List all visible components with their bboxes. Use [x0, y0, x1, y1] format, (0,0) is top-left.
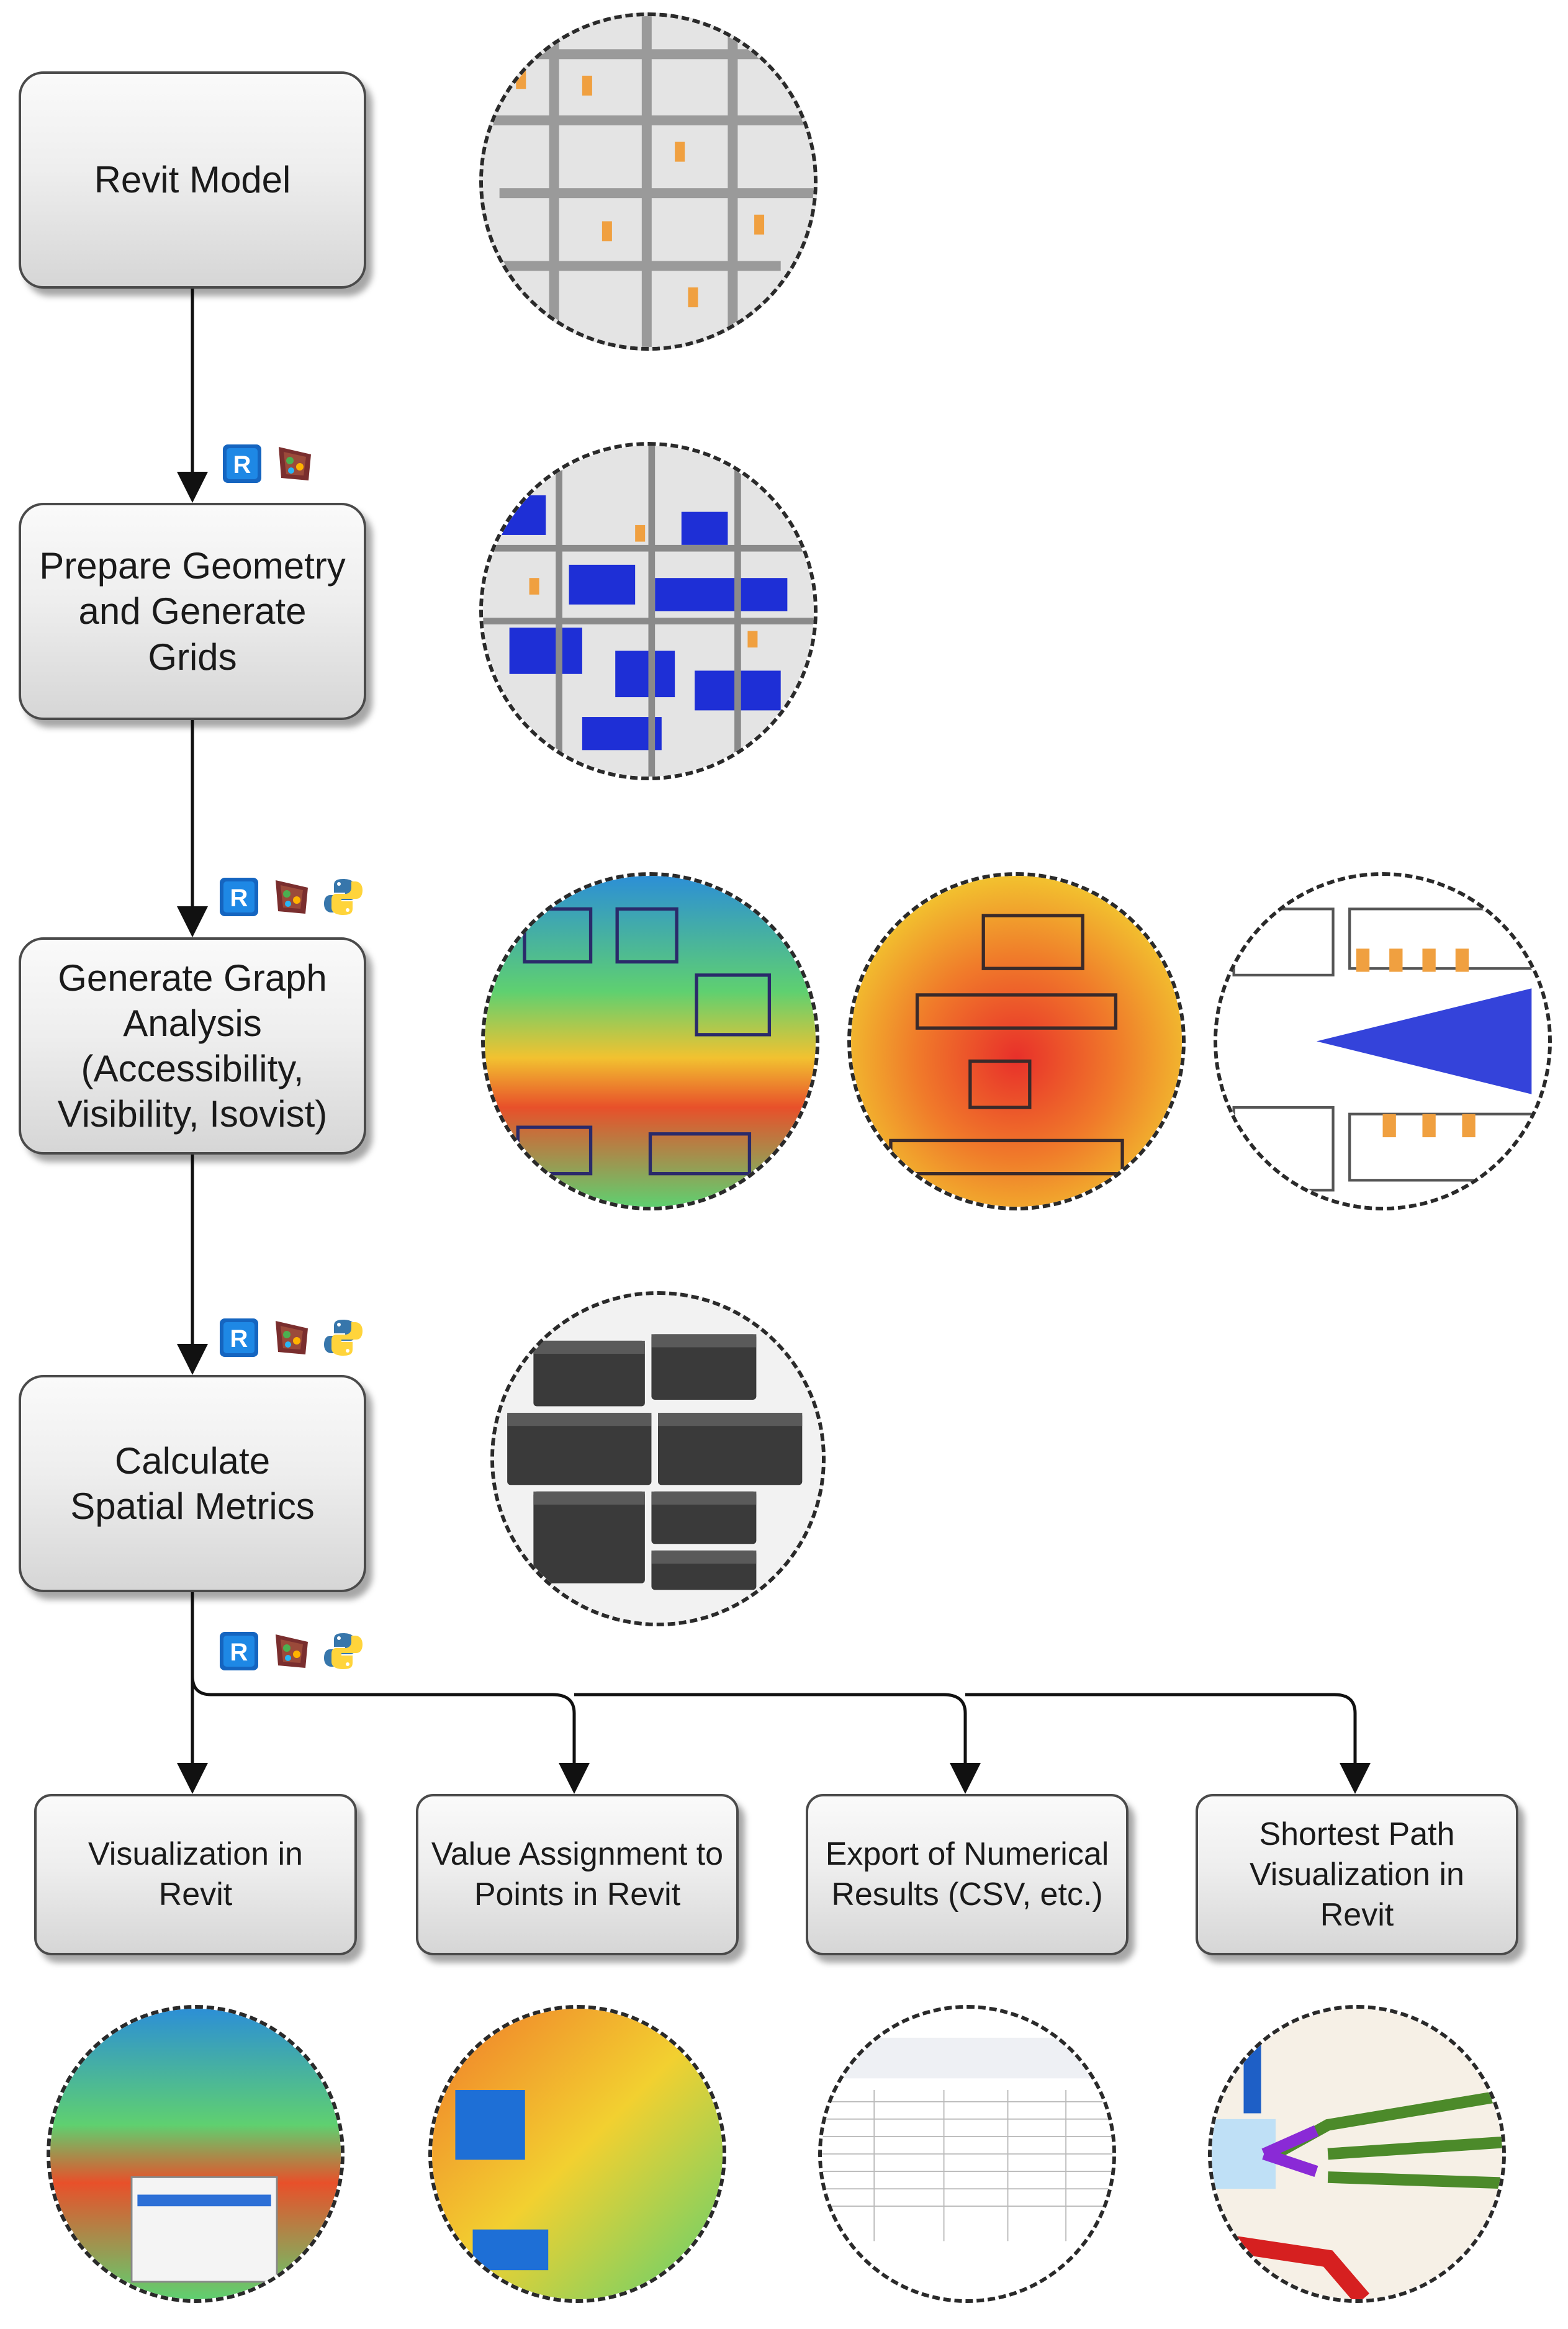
python-icon	[324, 1633, 363, 1669]
step-label: Calculate Spatial Metrics	[70, 1439, 315, 1527]
revit-icon: R	[220, 1632, 258, 1670]
thumb-visibility	[847, 872, 1186, 1210]
thumb-accessibility	[481, 872, 819, 1210]
thumb-output-csv	[818, 2005, 1116, 2303]
thumb-grids	[479, 442, 818, 780]
output-label: Export of Numerical Results (CSV, etc.)	[825, 1836, 1109, 1912]
svg-text:R: R	[230, 885, 248, 912]
output-visualization: Visualization in Revit	[34, 1794, 357, 1955]
thumb-dynamo-nodes	[490, 1291, 826, 1626]
dynamo-icon	[279, 447, 311, 480]
arrow-4-out3	[574, 1693, 981, 1794]
thumb-output-shortest-path	[1208, 2005, 1506, 2303]
output-label: Visualization in Revit	[88, 1836, 303, 1912]
tool-icons-2: R	[217, 875, 365, 919]
python-icon	[324, 879, 363, 915]
revit-icon: R	[220, 1318, 258, 1357]
step-graph-analysis: Generate Graph Analysis (Accessibility, …	[19, 937, 366, 1155]
step-spatial-metrics: Calculate Spatial Metrics	[19, 1375, 366, 1592]
thumb-output-visualization	[47, 2005, 345, 2303]
arrow-4-out2	[191, 1675, 590, 1794]
revit-icon: R	[223, 444, 261, 483]
thumb-output-points	[428, 2005, 726, 2303]
dynamo-icon	[276, 880, 308, 914]
svg-text:R: R	[230, 1325, 248, 1353]
output-value-assignment: Value Assignment to Points in Revit	[416, 1794, 739, 1955]
arrow-4-out4	[965, 1693, 1371, 1794]
step-label: Prepare Geometry and Generate Grids	[39, 545, 346, 678]
output-export: Export of Numerical Results (CSV, etc.)	[806, 1794, 1129, 1955]
dynamo-icon	[276, 1634, 308, 1668]
step-prepare-geometry: Prepare Geometry and Generate Grids	[19, 503, 366, 720]
step-label: Revit Model	[94, 159, 291, 201]
thumb-revit-model	[479, 12, 818, 351]
python-icon	[324, 1320, 363, 1356]
step-label: Generate Graph Analysis (Accessibility, …	[57, 957, 328, 1135]
step-revit-model: Revit Model	[19, 71, 366, 289]
tool-icons-3: R	[217, 1316, 365, 1359]
svg-text:R: R	[233, 451, 251, 479]
output-label: Shortest Path Visualization in Revit	[1250, 1816, 1464, 1933]
tool-icons-1: R	[220, 442, 316, 485]
revit-icon: R	[220, 878, 258, 916]
output-label: Value Assignment to Points in Revit	[431, 1836, 724, 1912]
thumb-isovist	[1214, 872, 1552, 1210]
svg-text:R: R	[230, 1639, 248, 1666]
tool-icons-4: R	[217, 1629, 365, 1673]
output-shortest-path: Shortest Path Visualization in Revit	[1196, 1794, 1518, 1955]
dynamo-icon	[276, 1321, 308, 1354]
